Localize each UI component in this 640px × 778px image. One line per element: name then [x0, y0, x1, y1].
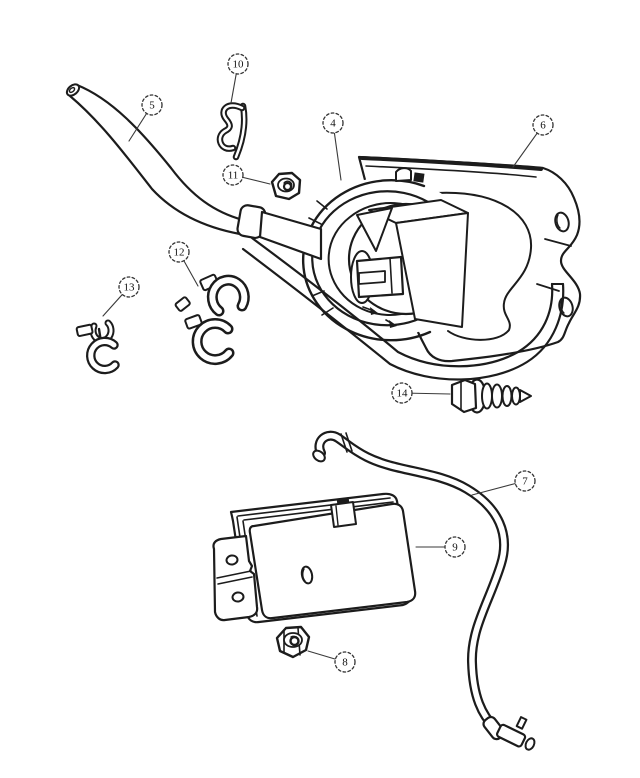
cable-cone: [258, 210, 323, 261]
callout-14-hex-washer-screw[interactable]: 14: [391, 382, 451, 404]
servo-outer-shell: [301, 179, 432, 342]
callout-circle[interactable]: [334, 651, 356, 673]
hose-end-fitting: [496, 723, 527, 748]
callout-number: 8: [342, 657, 348, 669]
callout-circle[interactable]: [168, 241, 190, 263]
hose-elbow-end: [312, 449, 326, 463]
throttle-cable-drawing: [65, 83, 323, 261]
flange-nut-drawing: [275, 625, 311, 659]
cable-clips-drawing: [174, 273, 250, 365]
callout-number: 5: [149, 100, 155, 112]
callout-circle[interactable]: [532, 114, 554, 136]
control-module-drawing: [212, 492, 417, 624]
callout-6-mounting-bracket[interactable]: 6: [512, 114, 554, 168]
callout-circle[interactable]: [514, 470, 536, 492]
callout-8-flange-nut-lower[interactable]: 8: [307, 650, 356, 673]
callout-circle[interactable]: [227, 53, 249, 75]
callout-number: 7: [522, 476, 528, 488]
callout-number: 14: [397, 388, 409, 400]
servo-nipple: [395, 167, 412, 182]
callout-5-throttle-cable[interactable]: 5: [128, 94, 163, 142]
callout-9-control-module[interactable]: 9: [415, 536, 466, 558]
hex-nut-upper-drawing: [270, 171, 302, 201]
hairpin-clip-drawing: [216, 102, 248, 161]
callout-circle[interactable]: [141, 94, 163, 116]
vacuum-hose-drawing: [312, 430, 536, 751]
servo-strap-drawing: [241, 236, 565, 381]
callout-10-hairpin-clip[interactable]: 10: [227, 53, 249, 104]
servo-actuator-drawing: [300, 167, 476, 342]
callout-circle[interactable]: [391, 382, 413, 404]
callout-number: 6: [540, 120, 546, 132]
bracket-top-edge: [360, 156, 543, 171]
callout-number: 9: [452, 542, 458, 554]
callout-circle[interactable]: [118, 276, 140, 298]
callout-number: 10: [233, 59, 245, 71]
callout-circle[interactable]: [322, 112, 344, 134]
callout-12-cable-clips[interactable]: 12: [168, 241, 199, 287]
bracket-inner-contour: [435, 191, 533, 341]
screw-head: [450, 378, 478, 414]
callout-13-retainer-clip[interactable]: 13: [102, 276, 140, 317]
callout-11-hex-nut-upper[interactable]: 11: [222, 164, 271, 186]
hex-washer-screw-drawing: [450, 378, 532, 414]
servo-valve-body: [395, 212, 469, 328]
callout-number: 4: [330, 118, 336, 130]
callout-4-servo-actuator[interactable]: 4: [322, 112, 344, 181]
module-connector-tab: [330, 501, 357, 528]
callout-number: 12: [174, 247, 185, 259]
cable-tip: [65, 83, 81, 97]
callout-number: 13: [124, 282, 136, 294]
callout-7-vacuum-hose[interactable]: 7: [471, 470, 536, 496]
callout-number: 11: [228, 170, 239, 182]
retainer-clip-drawing: [75, 319, 120, 375]
callout-circle[interactable]: [222, 164, 244, 186]
module-bracket: [212, 534, 259, 622]
module-face: [248, 502, 417, 620]
callouts-layer: 5 10 11 4 6 12 13 14 7 9 8: [102, 53, 554, 673]
callout-circle[interactable]: [444, 536, 466, 558]
